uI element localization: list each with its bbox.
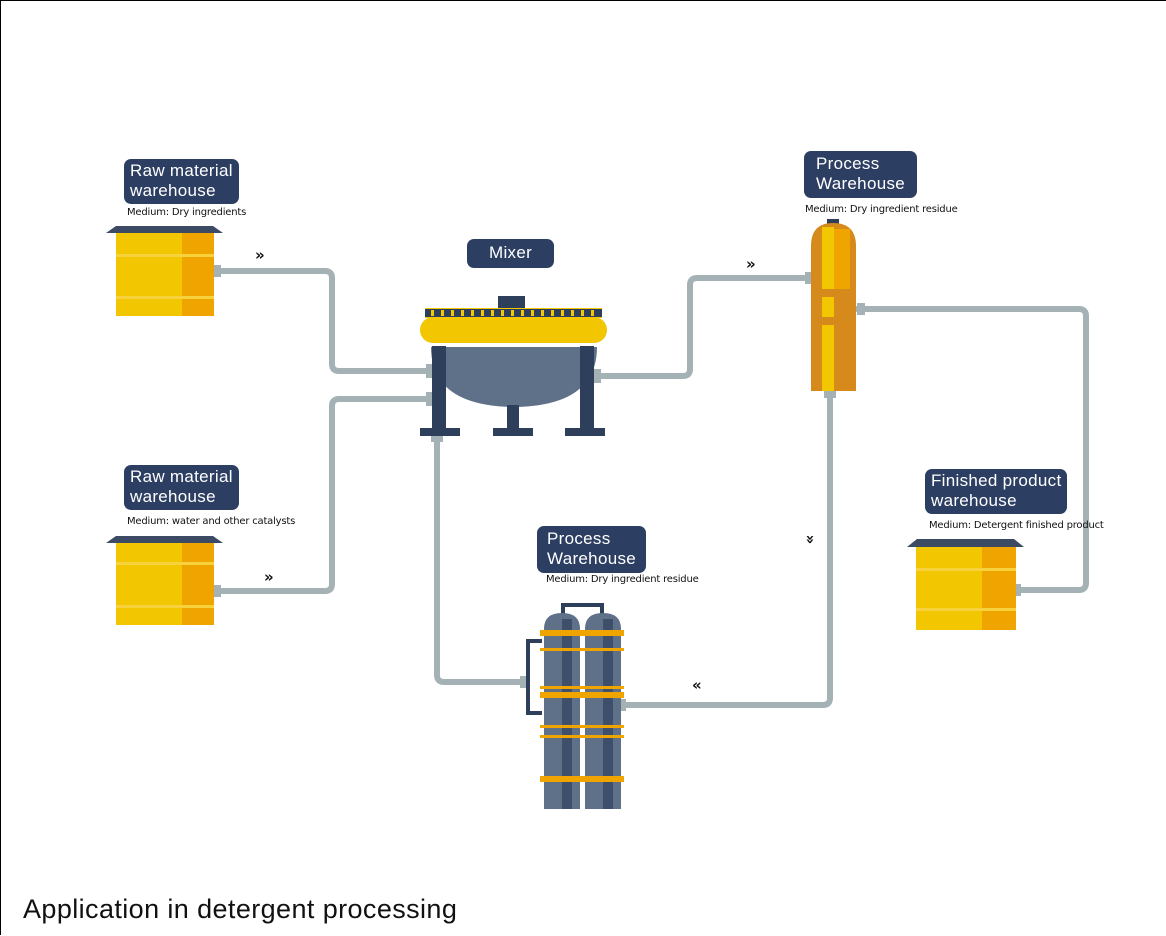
raw-material-warehouse-2-label: Raw material warehouse [124, 465, 239, 510]
pipe-process-top-to-finished [854, 306, 1089, 593]
pipes [214, 268, 1089, 708]
raw-material-tank-2 [106, 536, 223, 625]
process-warehouse-top-label: Process Warehouse [804, 151, 918, 198]
finished-title-line1: Finished product [931, 471, 1062, 490]
flow-arrow-right-icon: » [255, 246, 265, 264]
pipe-raw2-to-mixer [214, 396, 435, 594]
page-title: Application in detergent processing [23, 894, 458, 924]
process-top-title-line1: Process [816, 154, 880, 173]
pipe-mixer-to-process-top [591, 275, 816, 379]
process-top-title-line2: Warehouse [816, 174, 906, 193]
raw2-title-line1: Raw material [130, 467, 233, 486]
raw1-title-line1: Raw material [130, 161, 233, 180]
finished-product-tank [907, 539, 1024, 630]
raw1-medium: Medium: Dry ingredients [127, 207, 247, 218]
process-top-medium: Medium: Dry ingredient residue [805, 204, 958, 215]
process-twin-tanks-bottom [526, 603, 624, 809]
mixer-label: Mixer [467, 239, 555, 268]
raw-material-tank-1 [106, 226, 223, 316]
finished-medium: Medium: Detergent finished product [929, 520, 1104, 531]
process-bottom-title-line2: Warehouse [547, 549, 637, 568]
raw1-title-line2: warehouse [130, 181, 216, 200]
flow-arrow-right-icon: » [746, 255, 756, 273]
finished-product-warehouse-label: Finished product warehouse [925, 469, 1068, 514]
flow-arrow-left-icon: « [692, 676, 702, 694]
flow-arrow-down-icon: » [801, 534, 820, 545]
raw2-medium: Medium: water and other catalysts [127, 516, 296, 527]
process-bottom-title-line1: Process [547, 529, 611, 548]
mixer-vessel [420, 296, 607, 436]
raw-material-warehouse-1-label: Raw material warehouse [124, 159, 239, 204]
process-bottom-medium: Medium: Dry ingredient residue [546, 574, 699, 585]
pipe-process-bottom-to-mixer [434, 434, 527, 685]
process-warehouse-bottom-label: Process Warehouse [537, 526, 647, 573]
process-column-top [811, 219, 856, 391]
flow-arrow-right-icon: » [264, 568, 274, 586]
pipe-connectors [213, 265, 1021, 711]
pipe-raw1-to-mixer [214, 268, 435, 374]
finished-title-line2: warehouse [931, 491, 1017, 510]
pipe-process-top-to-process-bottom [620, 391, 833, 708]
raw2-title-line2: warehouse [130, 487, 216, 506]
